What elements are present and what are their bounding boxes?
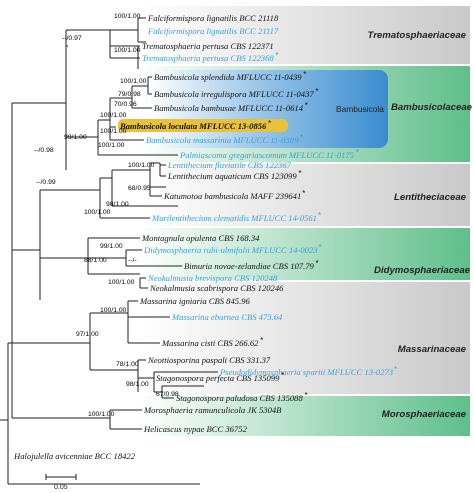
family-label-lentitheciaceae: Lentitheciaceae	[394, 192, 467, 203]
support-value: 100/1.00	[114, 47, 141, 54]
type-strain-star: *	[275, 51, 278, 60]
genus-label-bambusicola: Bambusicola	[336, 104, 384, 114]
family-label-bambusicolaceae: Bambusicolaceae	[391, 102, 473, 113]
taxon-label: Massarina eburnea CBS 473.64	[171, 312, 283, 322]
support-value: 100/1.00	[128, 162, 155, 169]
type-strain-star: *	[394, 365, 397, 374]
taxon-label: Massarina igniaria CBS 845.96	[139, 296, 251, 306]
type-strain-markers: ****************	[260, 51, 397, 400]
support-value: 97/1.00	[76, 331, 99, 338]
type-strain-star: *	[300, 133, 303, 142]
type-strain-star: *	[281, 371, 284, 380]
type-strain-star: *	[304, 391, 307, 400]
taxon-label: Bambusicola irregulispora MFLUCC 11-0437	[154, 89, 314, 99]
taxon-label: Bambusicola bambusae MFLUCC 11-0614	[154, 103, 304, 113]
taxon-label: Neottiosporina paspali CBS 331.37	[147, 355, 271, 365]
family-label-didymosphaeriaceae: Didymosphaeriaceae	[374, 265, 471, 276]
support-value: 98/1.00	[126, 381, 149, 388]
type-strain-star: *	[305, 101, 308, 110]
taxon-labels: Falciformispora lignatilis BCC 21118 Fal…	[13, 13, 393, 461]
band-massarinaceae	[140, 282, 470, 394]
taxon-label: Bambusicola massarinia MFLUCC 11-0389	[146, 135, 299, 145]
type-strain-star: *	[303, 70, 306, 79]
support-value: 78/1.00	[116, 361, 139, 368]
taxon-label: Falciformispora lignatilis BCC 21117	[147, 26, 279, 36]
type-strain-star: *	[316, 259, 319, 268]
taxon-label: Didymosphaeria rubi-ulmifolii MFLUCC 14-…	[143, 245, 318, 255]
support-value: 100/1.00	[120, 78, 147, 85]
type-strain-star: *	[356, 148, 359, 157]
taxon-label: Neokalmusia scabrispora CBS 120246	[149, 283, 284, 293]
taxon-label: Murilentithecium clematidis MFLUCC 14-05…	[151, 213, 317, 223]
band-trematosphaeriaceae	[140, 6, 470, 64]
taxon-label: Stagonospora perfecta CBS 135099	[156, 373, 280, 383]
highlight-box	[118, 119, 288, 132]
taxon-label: Neokalmusia brevispora CBS 120248	[147, 273, 278, 283]
family-label-morosphaeriaceae: Morosphaeriaceae	[382, 409, 467, 420]
support-value: 100/1.00	[108, 279, 135, 286]
taxon-label: Lentithecium aquaticum CBS 123099	[167, 171, 297, 181]
support-value: 100/1.00	[100, 112, 127, 119]
scale-bar-label: 0.05	[54, 484, 68, 491]
taxon-label: Stagonospora paludosa CBS 135088	[176, 393, 303, 403]
support-value: 100/1.00	[88, 411, 115, 418]
taxon-label: Halojulella avicenniae BCC 18422	[13, 451, 136, 461]
taxon-label: Bambusicola splendida MFLUCC 11-0439	[154, 72, 302, 82]
taxon-label: Palmiascoma gregariascomum MFLUCC 11-017…	[179, 150, 355, 160]
band-lentitheciaceae	[140, 164, 470, 226]
type-strain-star: *	[318, 211, 321, 220]
support-values: 100/1.00 100/1.00 --/0.97 100/1.00 79/0.…	[34, 13, 179, 418]
support-value: 99/1.00	[100, 243, 123, 250]
support-value: 100/1.00	[84, 209, 111, 216]
taxon-label: Bimuria novae-zelandiae CBS 107.79	[184, 261, 315, 271]
type-strain-star: *	[315, 87, 318, 96]
support-value: --/0.99	[36, 179, 56, 186]
taxon-label: Trematosphaeria pertusa CBS 122368	[142, 53, 274, 63]
type-strain-star: *	[268, 119, 271, 128]
tree-branches	[0, 17, 218, 485]
support-value: 67/0.98	[156, 391, 179, 398]
type-strain-star: *	[319, 243, 322, 252]
family-label-massarinaceae: Massarinaceae	[398, 344, 467, 355]
family-labels: Trematosphaeriaceae Bambusicolaceae Lent…	[368, 30, 473, 420]
support-value: 79/0.98	[118, 91, 141, 98]
support-value: 100/1.00	[98, 142, 125, 149]
taxon-label: Trematosphaeria pertusa CBS 122371	[142, 41, 274, 51]
support-value: 88/1.00	[84, 257, 107, 264]
type-strain-star: *	[260, 336, 263, 345]
support-value: 100/1.00	[100, 307, 127, 314]
support-value: 100/1.00	[100, 128, 127, 135]
support-value: 99/1.00	[64, 134, 87, 141]
taxon-label: Massarina cisti CBS 266.62	[161, 338, 259, 348]
taxon-label: Pseudodidymosphaeria spartii MFLUCC 13-0…	[219, 367, 393, 377]
type-strain-star: *	[302, 189, 305, 198]
band-didymosphaeriaceae	[140, 228, 470, 280]
taxon-label: Falciformispora lignatilis BCC 21118	[147, 13, 279, 23]
type-strain-star: *	[298, 169, 301, 178]
support-value: 98/1.00	[106, 201, 129, 208]
taxon-label: Morosphaeria ramunculicola JK 5304B	[143, 405, 282, 415]
taxon-label: Lentithecium fluviatile CBS 122367	[167, 160, 292, 170]
support-value: --/-	[128, 257, 137, 264]
taxon-label: Helicascus nypae BCC 36752	[143, 424, 248, 434]
support-value: --/0.98	[34, 147, 54, 154]
family-bands	[140, 6, 470, 436]
band-morosphaeriaceae	[140, 396, 470, 436]
taxon-label: Bambusicola loculata MFLUCC 13-0856	[119, 121, 267, 131]
support-value: 70/0.96	[114, 101, 137, 108]
taxon-label: Katumotoa bambusicola MAFF 239641	[163, 191, 301, 201]
support-value: --/0.97	[62, 35, 82, 42]
taxon-label: Montagnula opulenta CBS 168.34	[141, 233, 260, 243]
support-value: 68/0.95	[128, 185, 151, 192]
support-value: 100/1.00	[114, 13, 141, 20]
family-label-trematosphaeriaceae: Trematosphaeriaceae	[368, 30, 467, 41]
